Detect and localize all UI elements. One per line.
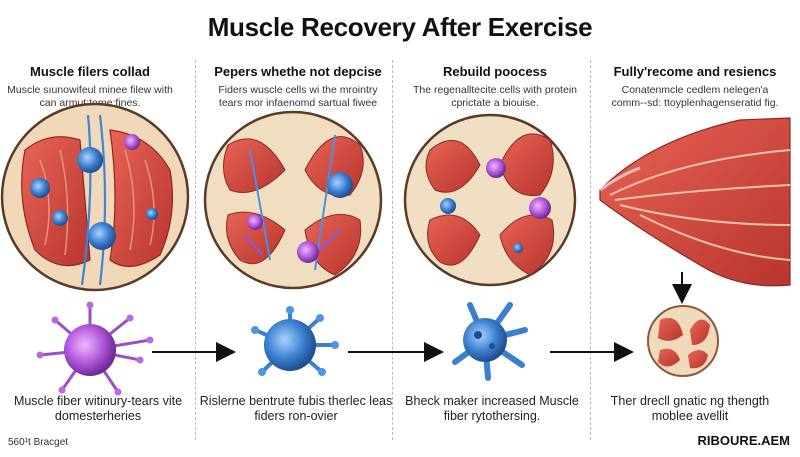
footer-brand: RIBOURE.AEM	[697, 433, 790, 448]
divider-1	[195, 60, 196, 440]
footer-credit: 560¹t Bracget	[8, 437, 69, 448]
blue-immune-cell-icon	[251, 306, 339, 376]
stage-2-cross-section	[203, 110, 383, 290]
purple-immune-cell-icon	[36, 301, 154, 396]
stage-3-description: The regenalltecite cells with protein cp…	[412, 84, 577, 109]
divider-2	[392, 60, 393, 440]
blue-satellite-cell-icon	[452, 302, 528, 381]
stage-3-caption: Bheck maker increased Muscle fiber rytot…	[405, 394, 579, 423]
stage-3-cross-section	[403, 113, 577, 287]
stage-4-heading: Fully'recome and resiencs	[613, 64, 777, 79]
stage-1-caption: Muscle fiber witinury-tears vite domeste…	[13, 394, 183, 423]
stage-3-heading: Rebuild poocess	[442, 64, 548, 79]
page-title: Muscle Recovery After Exercise	[207, 12, 593, 42]
stage-4-muscle-bundle	[599, 117, 791, 287]
stage-4-description: Conatenmcle cedlem nelegen'a comm--sd: t…	[611, 84, 779, 109]
stage-1-heading: Muscle filers collad	[30, 64, 150, 79]
stage-1-blue-cells	[30, 134, 158, 250]
divider-3	[590, 60, 591, 440]
stage-1-cross-section	[0, 102, 190, 292]
stage-4-healthy-cross-section	[647, 305, 719, 377]
stage-2-heading: Pepers whethe not depcise	[214, 64, 382, 79]
stage-2-caption: Rislerne bentrute fubis therlec leas fid…	[199, 394, 393, 423]
stage-4-caption: Ther drecll gnatic ng thength moblee ave…	[610, 394, 770, 423]
